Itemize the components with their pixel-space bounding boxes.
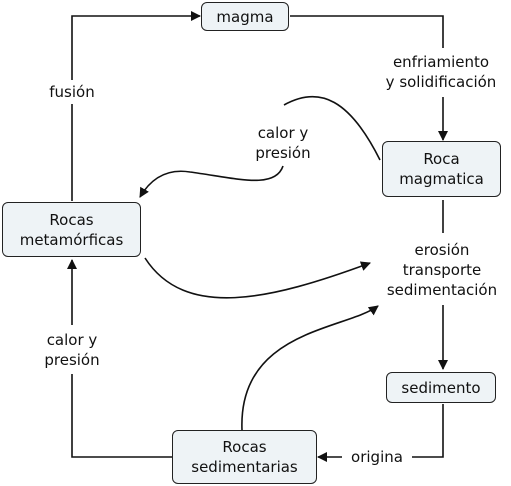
edge-metamorficas-erosion xyxy=(144,257,371,299)
link-label-calor-presion-left: calor y presión xyxy=(32,330,112,370)
link-label-fusion: fusión xyxy=(40,82,104,102)
node-magma[interactable]: magma xyxy=(201,2,289,31)
node-rocas-metamorficas[interactable]: Rocas metamórficas xyxy=(2,202,141,257)
node-sedimento[interactable]: sedimento xyxy=(386,372,496,403)
edge-sedimentarias-erosion xyxy=(241,305,379,431)
link-label-enfriamiento: enfriamiento y solidificación xyxy=(372,52,510,92)
link-label-origina: origina xyxy=(343,447,411,467)
edge-magma-enfriamiento xyxy=(290,15,444,48)
node-roca-magmatica[interactable]: Roca magmatica xyxy=(382,141,501,197)
edge-fusion-magma xyxy=(71,11,201,80)
node-rocas-sedimentarias[interactable]: Rocas sedimentarias xyxy=(172,430,317,484)
link-label-erosion: erosión transporte sedimentación xyxy=(374,240,510,300)
edge-magmatica-calor xyxy=(283,95,381,161)
edge-sedimento-origina xyxy=(412,404,444,458)
edge-sedimentarias-calor xyxy=(71,374,172,458)
edge-calor-metamorficas xyxy=(139,165,284,198)
link-label-calor-presion-top: calor y presión xyxy=(243,123,323,163)
